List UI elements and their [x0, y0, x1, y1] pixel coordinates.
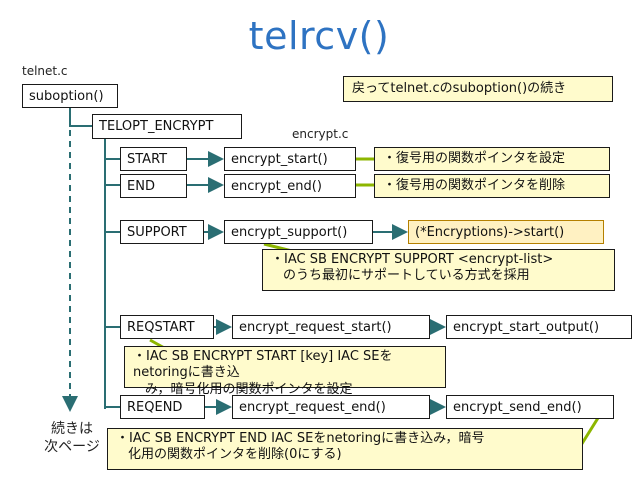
- telnet-c-label: telnet.c: [22, 64, 68, 78]
- start-box: START: [120, 147, 187, 171]
- support-box: SUPPORT: [120, 220, 204, 244]
- support-note: ・IAC SB ENCRYPT SUPPORT <encrypt-list> の…: [262, 249, 615, 291]
- end-box: END: [120, 174, 187, 198]
- reqend-note-line-2: 化用の関数ポインタを削除(0にする): [128, 447, 342, 463]
- next-page-line-1: 続きは: [51, 421, 93, 437]
- reqend-note-line-1: ・IAC SB ENCRYPT END IAC SEをnetoringに書き込み…: [116, 431, 485, 446]
- reqend-note: ・IAC SB ENCRYPT END IAC SEをnetoringに書き込み…: [107, 428, 583, 470]
- encrypt-request-end-box: encrypt_request_end(): [232, 395, 430, 419]
- encrypt-support-box: encrypt_support(): [224, 220, 373, 244]
- end-note: ・復号用の関数ポインタを削除: [374, 174, 610, 198]
- encrypt-start-box: encrypt_start(): [224, 147, 356, 171]
- encrypt-send-end-box: encrypt_send_end(): [446, 395, 614, 419]
- start-note: ・復号用の関数ポインタを設定: [374, 147, 610, 171]
- suboption-box: suboption(): [22, 84, 118, 108]
- support-note-line-2: のうち最初にサポートしている方式を採用: [283, 268, 530, 284]
- return-note: 戻ってtelnet.cのsuboption()の続き: [343, 76, 613, 102]
- encrypt-c-label: encrypt.c: [292, 127, 349, 141]
- reqstart-note-line-2: み，暗号化用の関数ポインタを設定: [145, 381, 353, 397]
- reqstart-box: REQSTART: [120, 315, 214, 339]
- support-note-line-1: ・IAC SB ENCRYPT SUPPORT <encrypt-list>: [271, 252, 554, 267]
- next-page-line-2: 次ページ: [44, 439, 100, 456]
- encrypt-start-output-box: encrypt_start_output(): [446, 315, 632, 339]
- page-title: telrcv(): [248, 14, 390, 58]
- reqend-box: REQEND: [120, 395, 205, 419]
- encrypt-request-start-box: encrypt_request_start(): [232, 315, 430, 339]
- telopt-encrypt-box: TELOPT_ENCRYPT: [92, 114, 242, 139]
- reqstart-note-line-1: ・IAC SB ENCRYPT START [key] IAC SEをnetor…: [133, 349, 393, 381]
- next-page-label: 続きは 次ページ: [42, 420, 102, 456]
- connector-suboption-telopt: [69, 108, 92, 127]
- reqstart-note: ・IAC SB ENCRYPT START [key] IAC SEをnetor…: [124, 346, 446, 397]
- encryptions-start-box: (*Encryptions)->start(): [408, 220, 604, 244]
- encrypt-end-box: encrypt_end(): [224, 174, 356, 198]
